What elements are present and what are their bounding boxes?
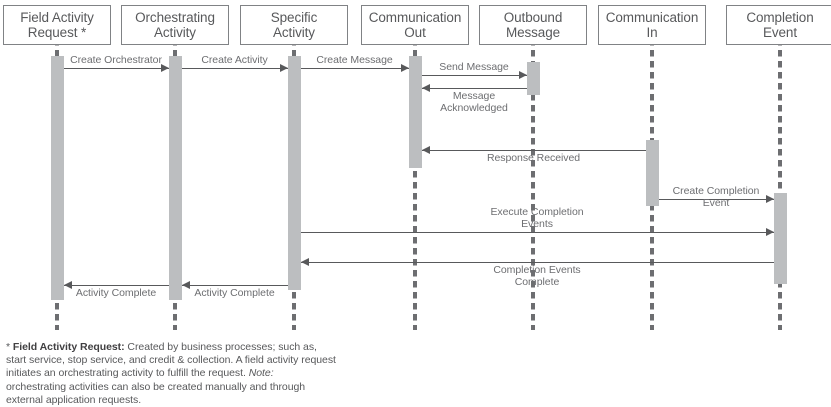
activation-specific-activity — [287, 56, 301, 290]
message-line-response-received — [421, 150, 646, 151]
lifeline-header-label: Specific Activity — [270, 9, 318, 41]
lifeline-header-label: Completion Event — [746, 9, 814, 41]
lifeline-header-label: Communication In — [605, 9, 699, 41]
activation-communication-out — [408, 56, 422, 168]
lifeline-header-communication-out: Communication Out — [361, 5, 469, 45]
footnote-note-label: Note: — [248, 367, 274, 380]
message-arrowhead-activity-complete-to-request — [63, 281, 72, 289]
lifeline-header-specific-activity: Specific Activity — [240, 5, 348, 45]
message-line-execute-completion-events — [300, 232, 774, 233]
activation-orchestrating-activity — [168, 56, 182, 300]
activation-communication-in — [645, 140, 659, 206]
message-label-send-message: Send Message — [439, 61, 509, 73]
message-label-create-activity: Create Activity — [201, 54, 268, 66]
lifeline-header-label: Outbound Message — [503, 9, 563, 41]
activation-completion-event — [773, 193, 787, 284]
lifeline-header-completion-event: Completion Event — [726, 5, 831, 45]
message-arrowhead-send-message — [518, 71, 527, 79]
footnote-term-suffix: : — [121, 341, 125, 353]
lifeline-completion-event — [778, 45, 782, 330]
message-label-create-orchestrator: Create Orchestrator — [70, 54, 162, 66]
message-label-completion-events-complete: Completion Events Complete — [493, 264, 581, 288]
message-arrowhead-activity-complete-to-orchestrator — [181, 281, 190, 289]
message-arrowhead-execute-completion-events — [765, 228, 774, 236]
lifeline-header-label: Orchestrating Activity — [135, 9, 215, 41]
message-arrowhead-create-completion-event — [765, 195, 774, 203]
message-line-send-message — [421, 75, 527, 76]
footnote-body: Created by business processes; such as, … — [6, 341, 336, 380]
lifeline-header-label: Communication Out — [368, 9, 462, 41]
activation-field-activity-request — [50, 56, 64, 300]
lifeline-header-field-activity-request: Field Activity Request * — [3, 5, 111, 45]
message-label-create-message: Create Message — [316, 54, 393, 66]
message-label-activity-complete-to-orchestrator: Activity Complete — [194, 287, 275, 299]
footnote-marker: * — [6, 341, 13, 353]
message-arrowhead-create-activity — [279, 64, 288, 72]
activation-outbound-message — [526, 62, 540, 95]
lifeline-header-label: Field Activity Request * — [20, 9, 94, 41]
lifeline-communication-out — [413, 45, 417, 330]
message-line-activity-complete-to-orchestrator — [181, 285, 288, 286]
message-arrowhead-message-acknowledged — [421, 84, 430, 92]
lifeline-outbound-message — [531, 45, 535, 330]
message-label-message-acknowledged: Message Acknowledged — [440, 90, 508, 114]
lifeline-header-communication-in: Communication In — [598, 5, 706, 45]
message-line-message-acknowledged — [421, 88, 527, 89]
message-arrowhead-create-orchestrator — [160, 64, 169, 72]
message-arrowhead-create-message — [400, 64, 409, 72]
message-line-create-message — [300, 68, 409, 69]
message-label-activity-complete-to-request: Activity Complete — [75, 287, 157, 299]
message-line-create-orchestrator — [63, 68, 169, 69]
footnote-note-body: orchestrating activities can also be cre… — [6, 380, 306, 406]
message-line-activity-complete-to-request — [63, 285, 169, 286]
footnote-term: Field Activity Request — [12, 341, 122, 353]
message-label-create-completion-event: Create Completion Event — [672, 185, 760, 209]
message-label-execute-completion-events: Execute Completion Events — [490, 206, 584, 230]
lifeline-header-orchestrating-activity: Orchestrating Activity — [121, 5, 229, 45]
message-line-create-activity — [181, 68, 288, 69]
message-line-create-completion-event — [658, 199, 774, 200]
footnote: * Field Activity Request: Created by bus… — [6, 341, 336, 407]
message-arrowhead-completion-events-complete — [300, 258, 309, 266]
message-label-response-received: Response Received — [486, 152, 581, 164]
message-line-completion-events-complete — [300, 262, 774, 263]
lifeline-header-outbound-message: Outbound Message — [479, 5, 587, 45]
message-arrowhead-response-received — [421, 146, 430, 154]
